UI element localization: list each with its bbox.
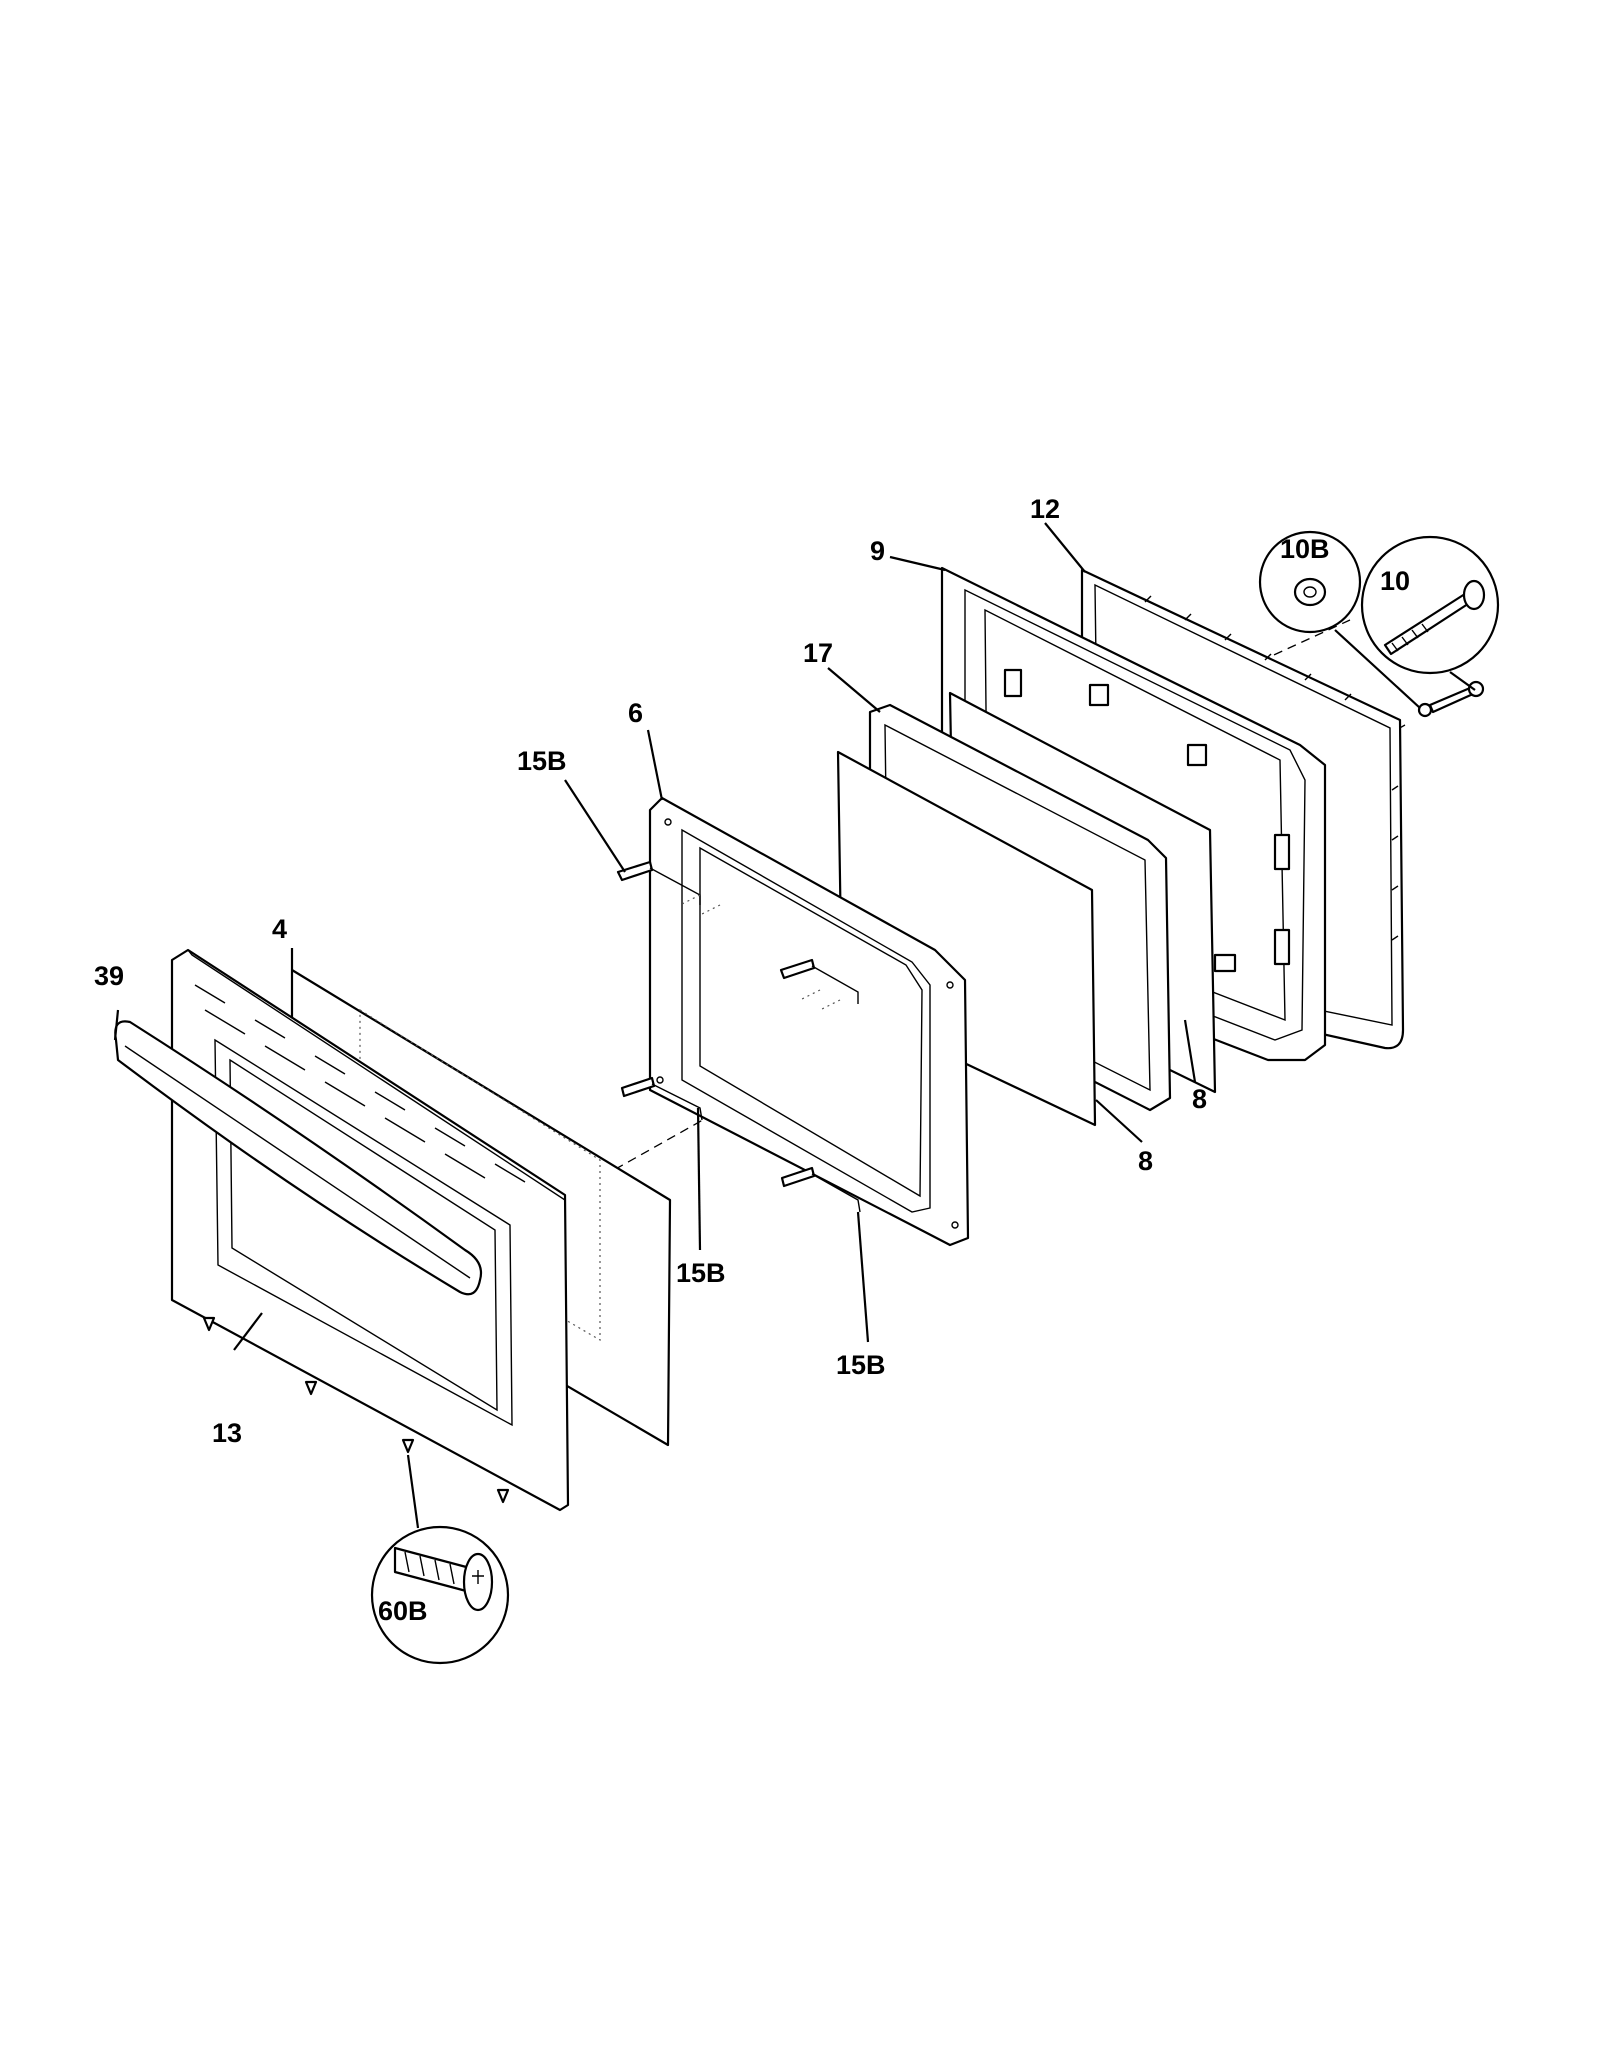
leader-lines — [113, 522, 1476, 1529]
callout-9: 9 — [870, 536, 885, 566]
callout-labels: 39 4 13 60B 15B 15B 15B 6 17 9 12 10B 10… — [94, 494, 1410, 1626]
callout-17: 17 — [803, 638, 833, 668]
callout-15b-bot: 15B — [836, 1350, 886, 1380]
rear-bolt-assembly — [1417, 680, 1485, 718]
detail-10b — [1258, 530, 1362, 634]
callout-60b: 60B — [378, 1596, 428, 1626]
callout-13: 13 — [212, 1418, 242, 1448]
part-6-door-frame — [648, 796, 970, 1247]
callout-10b: 10B — [1280, 534, 1330, 564]
callout-4: 4 — [272, 914, 287, 944]
callout-10: 10 — [1380, 566, 1410, 596]
callout-8-upper: 8 — [1192, 1084, 1207, 1114]
detail-60b — [370, 1525, 510, 1665]
callout-12: 12 — [1030, 494, 1060, 524]
bolt-10-icon — [1383, 579, 1486, 656]
callout-8-lower: 8 — [1138, 1146, 1153, 1176]
callout-39: 39 — [94, 961, 124, 991]
part-39-door-handle — [114, 1020, 483, 1296]
screw-60b-icon — [393, 1546, 494, 1612]
callout-15b-top: 15B — [517, 746, 567, 776]
callout-6: 6 — [628, 698, 643, 728]
callout-15b-mid: 15B — [676, 1258, 726, 1288]
door-bottom-screws — [202, 1316, 510, 1504]
detail-10 — [1360, 535, 1500, 675]
part-15b-clips — [616, 860, 861, 1213]
washer-10b-icon — [1293, 577, 1327, 607]
